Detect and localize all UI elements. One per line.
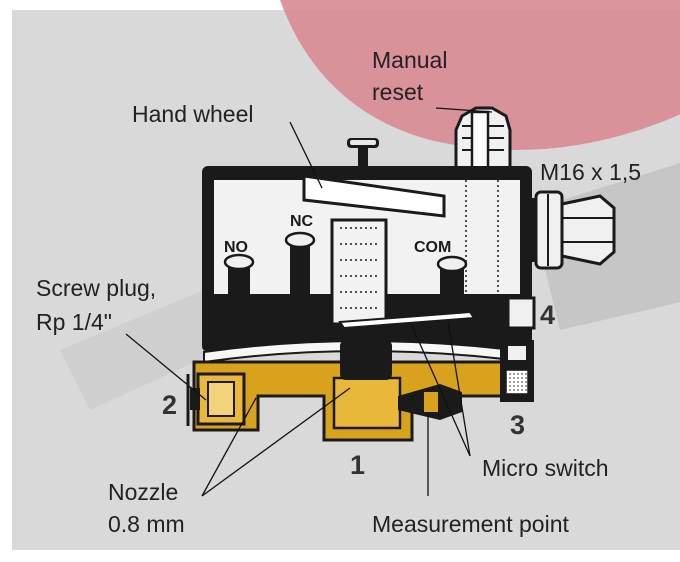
port-3-label: 3: [510, 410, 525, 440]
nozzle-leader-2: [201, 387, 351, 497]
terminal-no: [223, 253, 255, 316]
port-2-label: 2: [162, 390, 177, 420]
hand-wheel-lever: [302, 174, 446, 218]
no-label: NO: [224, 239, 248, 256]
port-1-label: 1: [350, 450, 365, 480]
port-3-filter: [500, 340, 534, 402]
diaphragm-plate: [340, 340, 392, 380]
manual-reset-leader: [435, 107, 493, 113]
micro-switch-leader-1: [411, 325, 471, 457]
screw-plug-label-line-1: Screw plug,: [36, 275, 156, 301]
nozzle-leader-1: [201, 397, 257, 497]
nozzle-label-line-1: Nozzle: [108, 479, 178, 505]
top-screw: [347, 138, 379, 169]
port-4-label: 4: [540, 300, 555, 330]
measurement-point-label: Measurement point: [372, 511, 569, 537]
reset-spring: [465, 180, 499, 300]
measurement-point-fitting: [398, 384, 462, 420]
micro-switch-leader-2: [447, 321, 471, 457]
nc-label: NC: [290, 213, 314, 230]
manual-reset-label-line-2: reset: [372, 79, 424, 105]
terminal-nc: [284, 231, 316, 316]
nozzle-label-line-2: 0.8 mm: [108, 511, 185, 537]
screw-plug: [190, 372, 246, 426]
com-label: COM: [414, 239, 451, 256]
cable-gland: [520, 190, 616, 270]
watermark-red-shape: [280, 0, 680, 150]
screw-plug-label-line-2: Rp 1/4": [36, 309, 112, 335]
micro-switch-blade: [338, 310, 476, 330]
hand-wheel-label: Hand wheel: [132, 101, 253, 127]
thread-size-label: M16 x 1,5: [540, 159, 641, 185]
micro-switch-label: Micro switch: [482, 455, 609, 481]
hand-wheel-leader: [289, 121, 323, 189]
manual-reset-label-line-1: Manual: [372, 47, 447, 73]
inlet-port-1-bore: [332, 376, 402, 430]
terminal-com: [436, 255, 468, 310]
port-4-opening: [506, 296, 536, 330]
screw-plug-leader: [125, 333, 207, 401]
